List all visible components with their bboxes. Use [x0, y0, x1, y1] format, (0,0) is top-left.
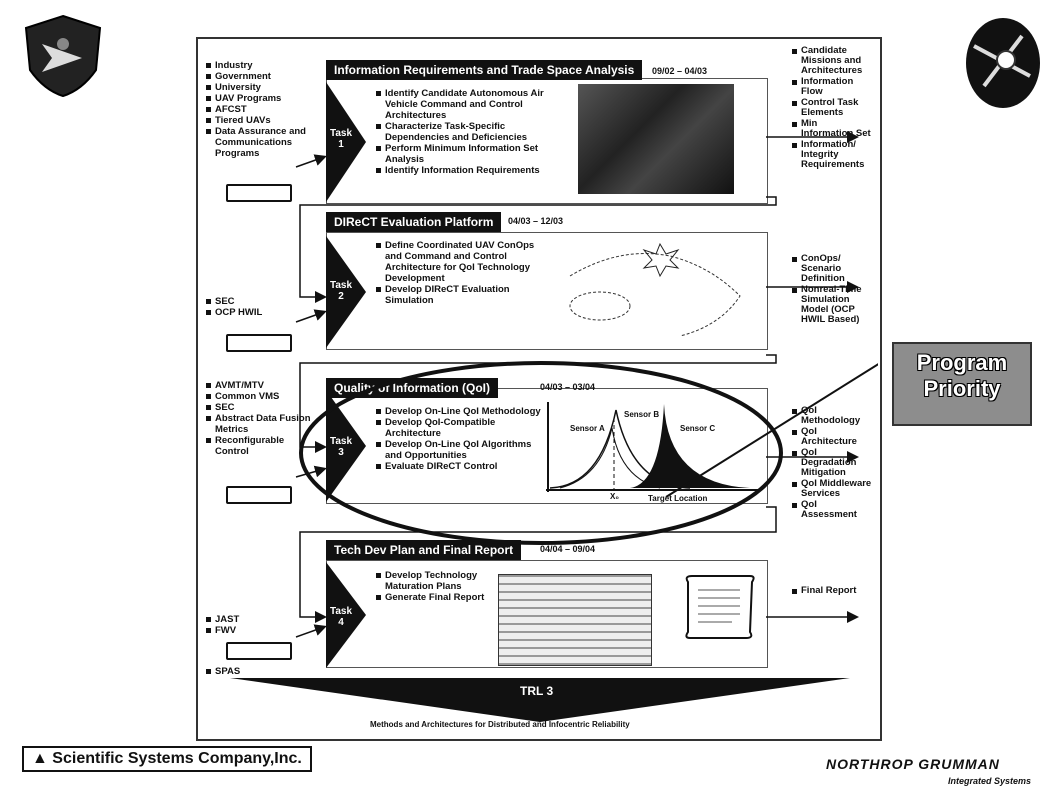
input-item: AFCST	[206, 104, 316, 115]
task4-label: Task 4	[329, 606, 353, 628]
output-item: QoI Degradation Mitigation	[792, 448, 872, 478]
input-item: SEC	[206, 296, 306, 307]
book-icon	[226, 642, 292, 660]
footer-caption: Methods and Architectures for Distribute…	[370, 720, 630, 729]
x0-label: X₀	[610, 492, 619, 501]
task3-label: Task 3	[329, 436, 353, 458]
concept-sketch	[569, 242, 741, 337]
tech-plan-chart	[498, 574, 652, 666]
input-item: JAST	[206, 614, 286, 625]
task3-bullet: Evaluate DIReCT Control	[376, 461, 546, 472]
task1-bullet: Perform Minimum Information Set Analysis	[376, 143, 556, 165]
task2-title: DIReCT Evaluation Platform	[326, 212, 502, 232]
sensor-b-label: Sensor B	[624, 410, 660, 419]
qoi-highlight-ellipse	[299, 361, 783, 545]
task1-label: Task 1	[329, 128, 353, 150]
output-item: Nonreal-Time Simulation Model (OCP HWIL …	[792, 285, 874, 325]
inputs-group1: Industry Government University UAV Progr…	[206, 60, 316, 159]
task3-bullet: Develop On-Line QoI Algorithms and Oppor…	[376, 439, 546, 461]
task3-bullet: Develop On-Line QoI Methodology	[376, 406, 546, 417]
uav-network-photo	[578, 84, 734, 194]
task1-bullets: Identify Candidate Autonomous Air Vehicl…	[376, 88, 556, 176]
diagram-frame	[196, 37, 882, 741]
output-item: ConOps/ Scenario Definition	[792, 254, 874, 284]
task2-bullets: Define Coordinated UAV ConOps and Comman…	[376, 240, 536, 306]
task4-title: Tech Dev Plan and Final Report	[326, 540, 522, 560]
ssc-company-name: Scientific Systems Company,Inc.	[52, 750, 302, 767]
trl-label: TRL 3	[520, 684, 554, 698]
input-item: Abstract Data Fusion Metrics	[206, 413, 316, 435]
outputs-group1: Candidate Missions and Architectures Inf…	[792, 46, 872, 171]
task1-title: Information Requirements and Trade Space…	[326, 60, 643, 80]
northrop-sub: Integrated Systems	[948, 776, 1032, 786]
book-icon	[226, 184, 292, 202]
input-item: Tiered UAVs	[206, 115, 316, 126]
ssc-logo: ▲ Scientific Systems Company,Inc.	[22, 746, 312, 772]
trl-wedge	[230, 678, 850, 722]
input-item: SPAS	[206, 666, 286, 677]
inputs-group2: SEC OCP HWIL	[206, 296, 306, 318]
inputs-group3: AVMT/MTV Common VMS SEC Abstract Data Fu…	[206, 380, 316, 457]
program-seal-icon	[964, 16, 1042, 110]
output-item: Candidate Missions and Architectures	[792, 46, 872, 76]
task3-bullet: Develop QoI-Compatible Architecture	[376, 417, 546, 439]
outputs-group3: QoI Methodology QoI Architecture QoI Deg…	[792, 406, 872, 521]
sensor-c-label: Sensor C	[680, 424, 716, 433]
outputs-group4: Final Report	[792, 586, 862, 597]
northrop-logo: NORTHROP GRUMMAN	[826, 756, 1000, 772]
target-location-label: Target Location	[648, 494, 708, 503]
afrl-seal-icon	[22, 14, 104, 98]
task1-dates: 09/02 – 04/03	[652, 66, 708, 76]
scroll-document-icon	[685, 575, 755, 639]
task1-bullet: Identify Candidate Autonomous Air Vehicl…	[376, 88, 556, 121]
task2-section	[326, 232, 768, 350]
input-item: AVMT/MTV	[206, 380, 316, 391]
task2-label: Task 2	[329, 280, 353, 302]
input-item: Industry	[206, 60, 316, 71]
output-item: Final Report	[792, 586, 862, 596]
outputs-group2: ConOps/ Scenario Definition Nonreal-Time…	[792, 254, 874, 326]
task4-bullet: Develop Technology Maturation Plans	[376, 570, 496, 592]
input-item: Reconfigurable Control	[206, 435, 316, 457]
task4-bullet: Generate Final Report	[376, 592, 496, 603]
task3-bullets: Develop On-Line QoI Methodology Develop …	[376, 406, 546, 472]
task3-dates: 04/03 – 03/04	[540, 382, 596, 392]
input-item: FWV	[206, 625, 286, 636]
task-chevrons	[326, 82, 366, 668]
input-item: UAV Programs	[206, 93, 316, 104]
output-item: Information/ Integrity Requirements	[792, 140, 872, 170]
program-priority-badge: Program Priority	[892, 342, 1032, 426]
task1-bullet: Characterize Task-Specific Dependencies …	[376, 121, 556, 143]
task4-dates: 04/04 – 09/04	[540, 544, 596, 554]
output-item: QoI Middleware Services	[792, 479, 872, 499]
sensor-plot	[546, 402, 760, 492]
input-item: Common VMS	[206, 391, 316, 402]
input-item: Data Assurance and Communications Progra…	[206, 126, 316, 159]
task3-title: Quality of Information (QoI)	[326, 378, 498, 398]
input-item: University	[206, 82, 316, 93]
book-icon	[226, 334, 292, 352]
output-item: QoI Assessment	[792, 500, 872, 520]
task4-bullets: Develop Technology Maturation Plans Gene…	[376, 570, 496, 603]
inputs-group5: SPAS	[206, 666, 286, 677]
book-icon	[226, 486, 292, 504]
task1-bullet: Identify Information Requirements	[376, 165, 556, 176]
input-item: SEC	[206, 402, 316, 413]
sensor-a-label: Sensor A	[570, 424, 605, 433]
inputs-group4: JAST FWV	[206, 614, 286, 636]
output-item: Information Flow	[792, 77, 872, 97]
output-item: Control Task Elements	[792, 98, 872, 118]
output-item: QoI Methodology	[792, 406, 872, 426]
task2-dates: 04/03 – 12/03	[508, 216, 564, 226]
ssc-mark-icon: ▲	[32, 750, 48, 767]
input-item: OCP HWIL	[206, 307, 306, 318]
output-item: QoI Architecture	[792, 427, 872, 447]
task2-bullet: Develop DIReCT Evaluation Simulation	[376, 284, 536, 306]
task2-bullet: Define Coordinated UAV ConOps and Comman…	[376, 240, 536, 284]
input-item: Government	[206, 71, 316, 82]
output-item: Min Information Set	[792, 119, 872, 139]
